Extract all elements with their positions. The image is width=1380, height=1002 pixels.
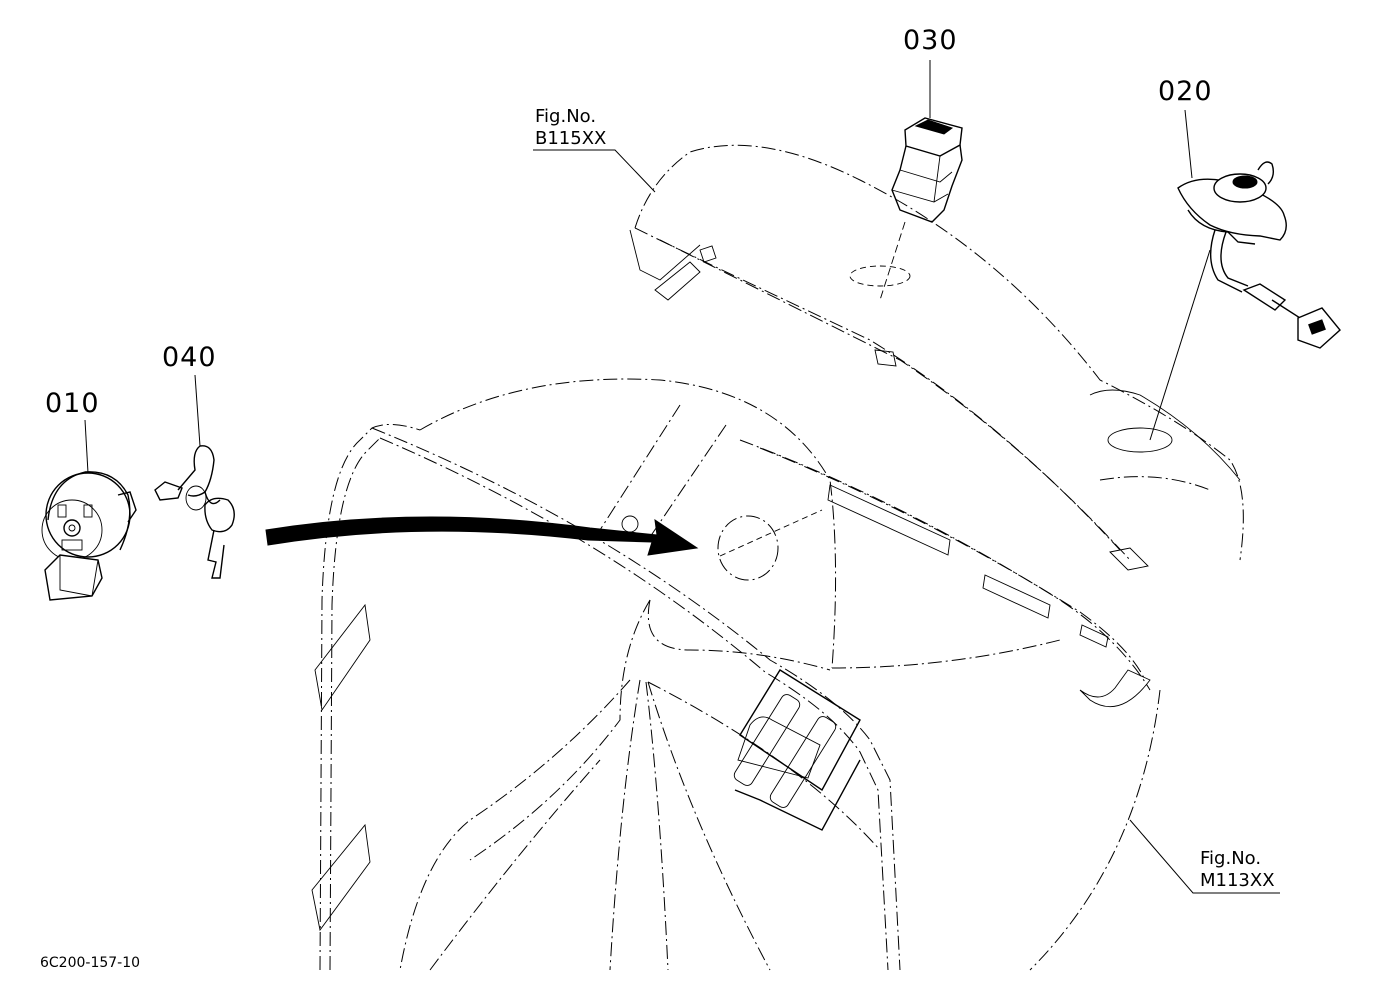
fig-ref-lower-label: Fig.No. xyxy=(1200,848,1262,869)
callout-030: 030 xyxy=(903,25,958,56)
drawing-id: 6C200-157-10 xyxy=(40,955,141,971)
callout-020: 020 xyxy=(1158,76,1213,107)
fig-ref-upper-code: B115XX xyxy=(535,128,607,149)
upper-panel xyxy=(629,144,1244,571)
callout-040: 040 xyxy=(162,342,217,373)
fig-ref-lower: Fig.No. M113XX xyxy=(1200,848,1275,892)
part-030-switch xyxy=(891,117,963,223)
callout-010: 010 xyxy=(45,388,100,419)
fig-ref-upper-label: Fig.No. xyxy=(535,106,597,127)
part-010-ignition xyxy=(41,471,137,601)
leader-lines xyxy=(84,60,1280,894)
part-040-keys xyxy=(154,445,235,579)
lower-housing xyxy=(311,378,1161,971)
install-arrow xyxy=(265,516,699,556)
fig-ref-lower-code: M113XX xyxy=(1200,870,1275,891)
part-020-keyswitch xyxy=(1177,161,1341,349)
fig-ref-upper: Fig.No. B115XX xyxy=(535,106,606,150)
